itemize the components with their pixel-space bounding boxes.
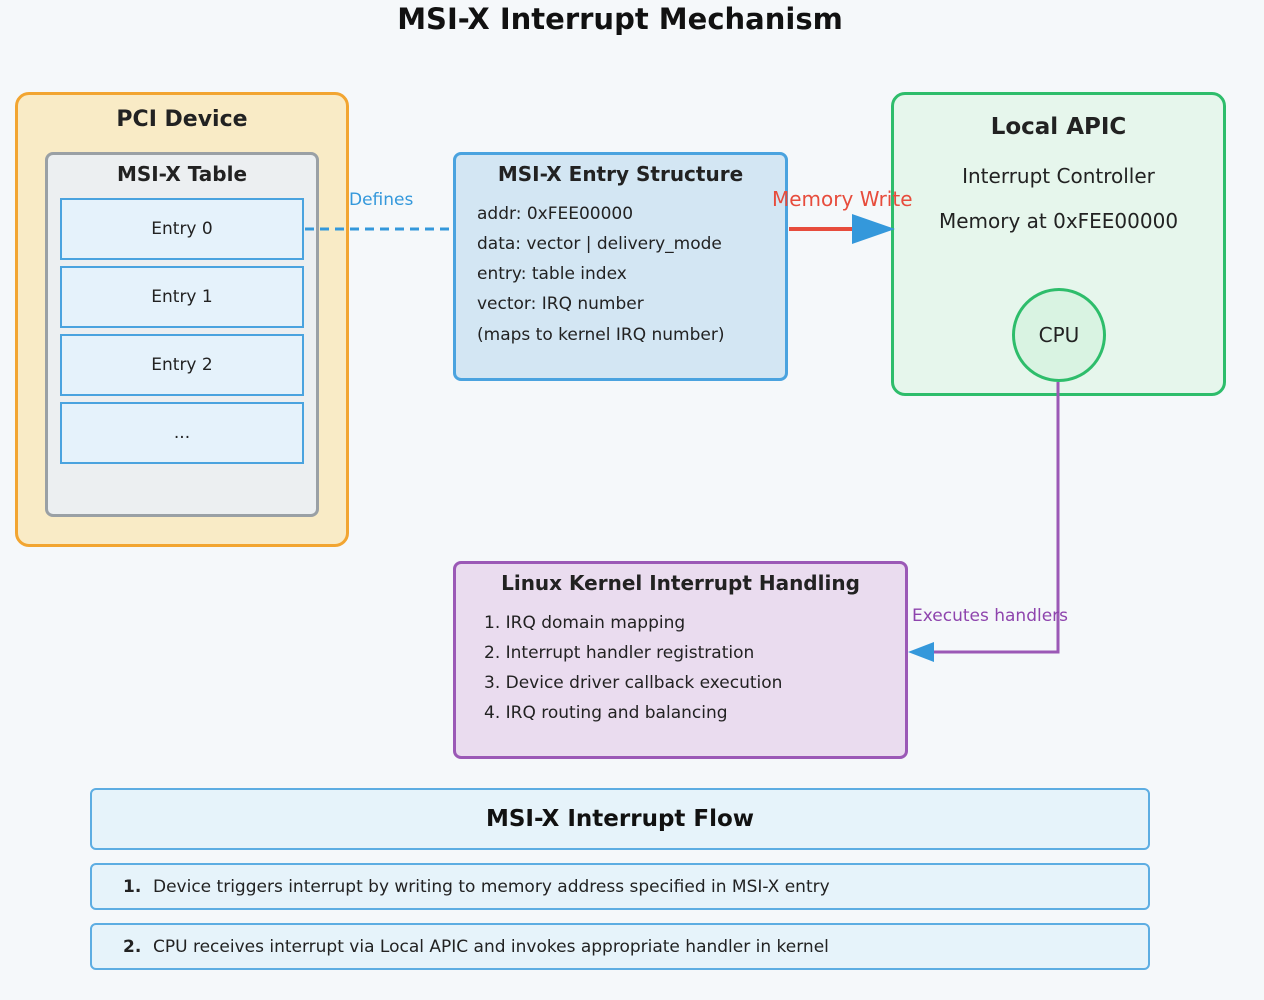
memory-write-arrowhead: [852, 214, 895, 244]
pci-device-title: PCI Device: [116, 107, 248, 132]
defines-label: Defines: [349, 190, 414, 210]
kernel-handling-title: Linux Kernel Interrupt Handling: [501, 571, 860, 595]
entry-structure-line: vector: IRQ number: [477, 294, 644, 314]
msix-table-entry-more: ...: [60, 402, 304, 464]
kernel-step: 2. Interrupt handler registration: [484, 643, 755, 663]
flow-step-number: 2.: [123, 936, 142, 957]
msix-table-entry-1: Entry 1: [60, 266, 304, 328]
local-apic-subtitle: Interrupt Controller: [962, 164, 1155, 188]
local-apic-title: Local APIC: [990, 114, 1127, 140]
msix-table-title: MSI-X Table: [116, 162, 248, 186]
msix-table-entry-0: Entry 0: [60, 198, 304, 260]
flow-step-number: 1.: [123, 876, 142, 897]
flow-step-text: CPU receives interrupt via Local APIC an…: [153, 936, 829, 957]
entry-structure-line: entry: table index: [477, 264, 627, 284]
executes-handlers-connector: [930, 382, 1060, 654]
flow-title: MSI-X Interrupt Flow: [90, 788, 1150, 850]
entry-structure-box: [453, 152, 788, 381]
msix-table-entry-2: Entry 2: [60, 334, 304, 396]
kernel-handling-box: [453, 561, 908, 759]
kernel-step: 4. IRQ routing and balancing: [484, 703, 728, 723]
entry-structure-line: data: vector | delivery_mode: [477, 234, 722, 254]
executes-handlers-label: Executes handlers: [912, 606, 1069, 626]
entry-structure-line: addr: 0xFEE00000: [477, 204, 634, 224]
executes-handlers-arrowhead: [908, 642, 934, 662]
local-apic-memory: Memory at 0xFEE00000: [938, 209, 1179, 233]
diagram-title: MSI-X Interrupt Mechanism: [397, 2, 843, 36]
entry-structure-title: MSI-X Entry Structure: [497, 162, 744, 186]
flow-step-2: 2. CPU receives interrupt via Local APIC…: [90, 923, 1150, 970]
memory-write-label: Memory Write: [772, 187, 913, 211]
kernel-step: 3. Device driver callback execution: [484, 673, 783, 693]
kernel-step: 1. IRQ domain mapping: [484, 613, 686, 633]
flow-step-text: Device triggers interrupt by writing to …: [153, 876, 830, 897]
flow-step-1: 1. Device triggers interrupt by writing …: [90, 863, 1150, 910]
entry-structure-line: (maps to kernel IRQ number): [477, 325, 725, 345]
cpu-circle: CPU: [1012, 288, 1106, 382]
